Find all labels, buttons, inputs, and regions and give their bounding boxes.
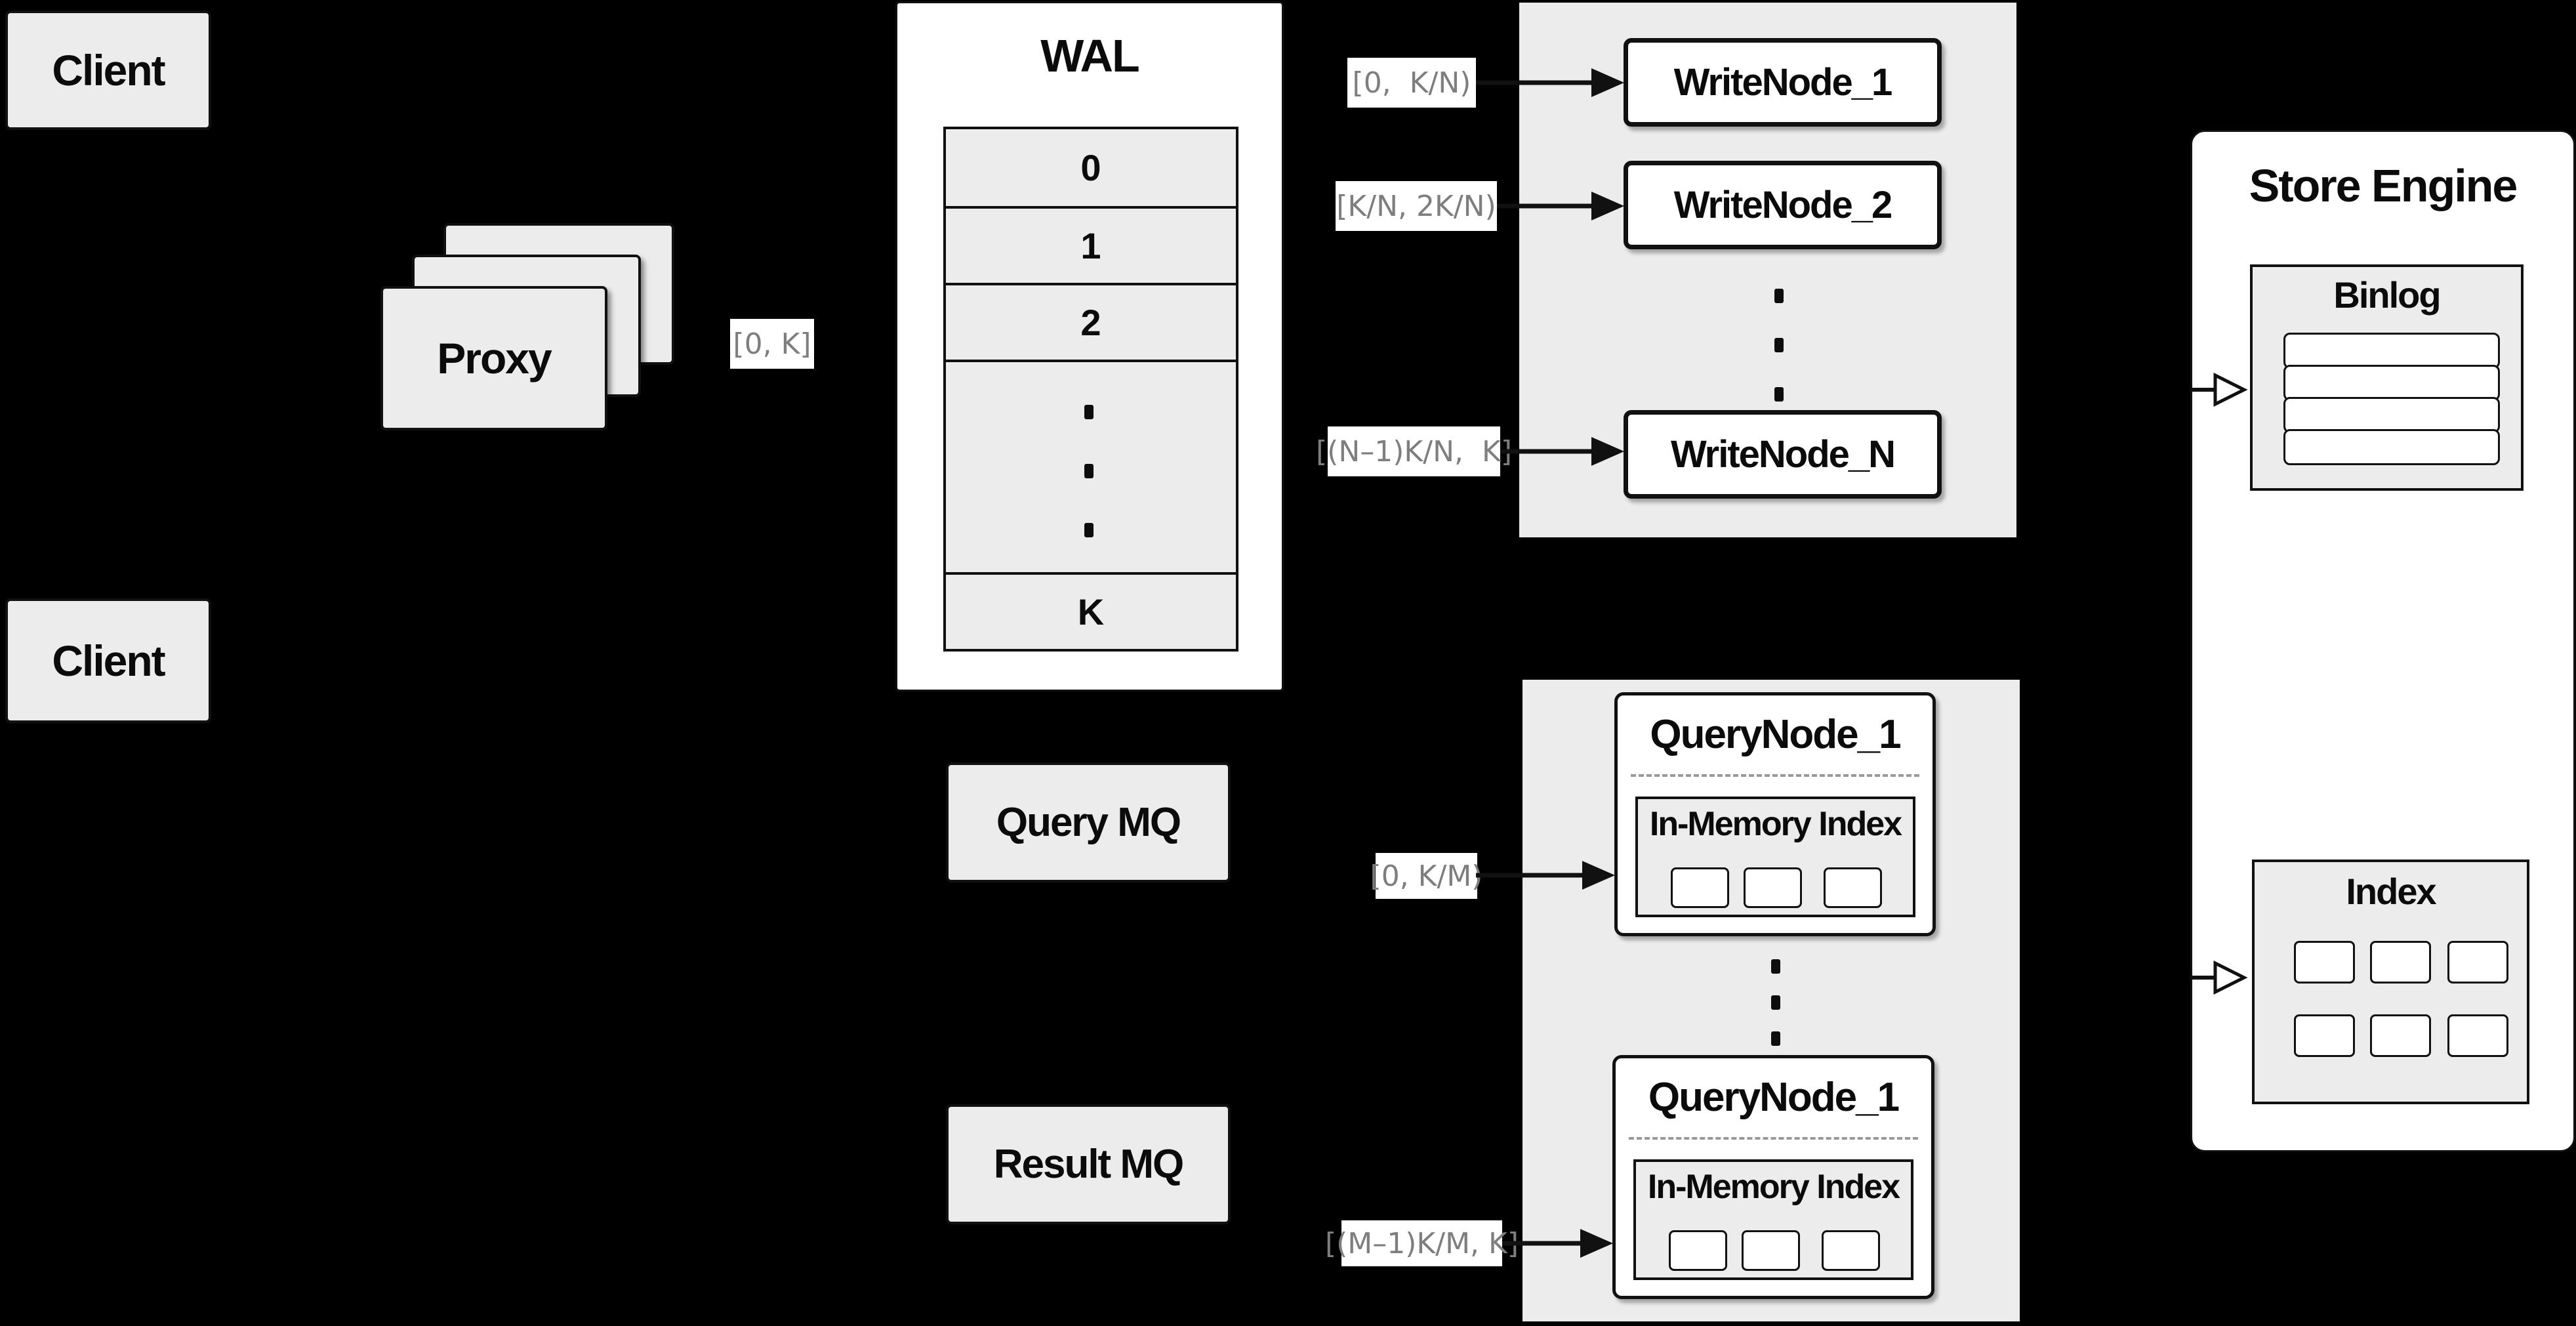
in-memory-index-title: In-Memory Index: [1647, 1168, 1900, 1206]
dashed-divider: [1631, 774, 1919, 777]
index-title: Index: [2346, 871, 2436, 912]
write-node-label: WriteNode_2: [1673, 184, 1892, 226]
in-memory-index-box: In-Memory Index: [1633, 1159, 1913, 1280]
write-node-label: WriteNode_1: [1673, 61, 1892, 104]
index-cell: [2294, 1014, 2355, 1057]
in-memory-index-box: In-Memory Index: [1635, 797, 1915, 917]
wal-row: 0: [1080, 147, 1101, 188]
ellipsis-dot: [1771, 995, 1780, 1010]
ellipsis-dot: [1774, 387, 1784, 402]
wal-table: 0 1 2 K: [943, 127, 1238, 652]
ellipsis-dot: [1771, 1031, 1780, 1046]
ellipsis-dot: [1774, 289, 1784, 303]
binlog-row: [2283, 365, 2500, 401]
client-box-bottom: Client: [5, 598, 211, 723]
memory-segment: [1669, 1230, 1727, 1271]
write-node-1-box: WriteNode_1: [1624, 38, 1942, 127]
wal-row: 1: [946, 206, 1236, 283]
memory-segment: [1671, 867, 1729, 908]
range-label-query-m: [(M–1)K/M, K]: [1325, 1220, 1519, 1266]
client-label: Client: [52, 46, 165, 94]
range-label-write-2: [K/N, 2K/N): [1336, 181, 1497, 231]
ellipsis-dot: [1084, 523, 1094, 537]
memory-segment: [1824, 867, 1882, 908]
memory-segment: [1742, 1230, 1800, 1271]
ellipsis-dot: [1084, 405, 1094, 419]
binlog-row: [2283, 397, 2500, 433]
index-cell: [2370, 941, 2431, 984]
arrow-to-query-node-1-icon: [1476, 861, 1615, 890]
wal-box: WAL 0 1 2 K: [895, 1, 1284, 692]
in-memory-index-title: In-Memory Index: [1649, 805, 1902, 843]
range-label-write-n: [(N–1)K/N, K]: [1316, 426, 1512, 476]
store-engine-box: Store Engine Binlog Index: [2190, 130, 2575, 1152]
arrow-to-write-node-1-icon: [1476, 68, 1624, 97]
index-cell: [2447, 941, 2508, 984]
query-node-title: QueryNode_1: [1648, 1075, 1900, 1120]
write-node-label: WriteNode_N: [1670, 433, 1896, 476]
proxy-card-front: Proxy: [380, 286, 607, 430]
index-cell: [2294, 941, 2355, 984]
index-cell: [2370, 1014, 2431, 1057]
query-node-title: QueryNode_1: [1650, 712, 1901, 757]
ellipsis-dot: [1084, 464, 1094, 478]
index-cell: [2447, 1014, 2508, 1057]
range-label-query-1: [0, K/M): [1370, 853, 1482, 899]
result-mq-box: Result MQ: [946, 1104, 1231, 1224]
query-mq-label: Query MQ: [996, 800, 1181, 845]
result-mq-label: Result MQ: [993, 1142, 1185, 1187]
query-node-box-top: QueryNode_1 In-Memory Index: [1614, 692, 1936, 936]
proxy-label: Proxy: [437, 334, 552, 383]
store-engine-title: Store Engine: [2249, 160, 2518, 211]
wal-row: 2: [946, 283, 1236, 360]
memory-segment: [1822, 1230, 1880, 1271]
client-box-top: Client: [5, 10, 211, 130]
binlog-row: [2283, 333, 2500, 369]
arrow-to-query-node-m-icon: [1502, 1229, 1613, 1258]
query-node-box-bottom: QueryNode_1 In-Memory Index: [1612, 1055, 1934, 1299]
query-mq-box: Query MQ: [946, 762, 1231, 882]
index-box: Index: [2252, 860, 2529, 1104]
ellipsis-dot: [1774, 338, 1784, 352]
range-label-proxy: [0, K]: [730, 319, 814, 369]
wal-row-last: K: [946, 572, 1236, 649]
arrow-to-write-node-n-icon: [1500, 437, 1624, 466]
arrow-to-binlog-icon: [2192, 372, 2248, 407]
range-label-write-1: [0, K/N): [1347, 58, 1476, 108]
client-label: Client: [52, 636, 165, 685]
write-node-2-box: WriteNode_2: [1624, 161, 1942, 249]
arrow-to-write-node-2-icon: [1497, 192, 1624, 220]
memory-segment: [1744, 867, 1802, 908]
write-node-n-box: WriteNode_N: [1624, 410, 1942, 499]
wal-ellipsis-cell: [946, 360, 1236, 572]
binlog-title: Binlog: [2333, 274, 2441, 316]
binlog-row: [2283, 429, 2500, 465]
ellipsis-dot: [1771, 959, 1780, 974]
wal-title: WAL: [1040, 30, 1140, 81]
dashed-divider: [1629, 1137, 1918, 1140]
binlog-box: Binlog: [2250, 264, 2524, 491]
arrow-to-index-icon: [2192, 960, 2248, 995]
